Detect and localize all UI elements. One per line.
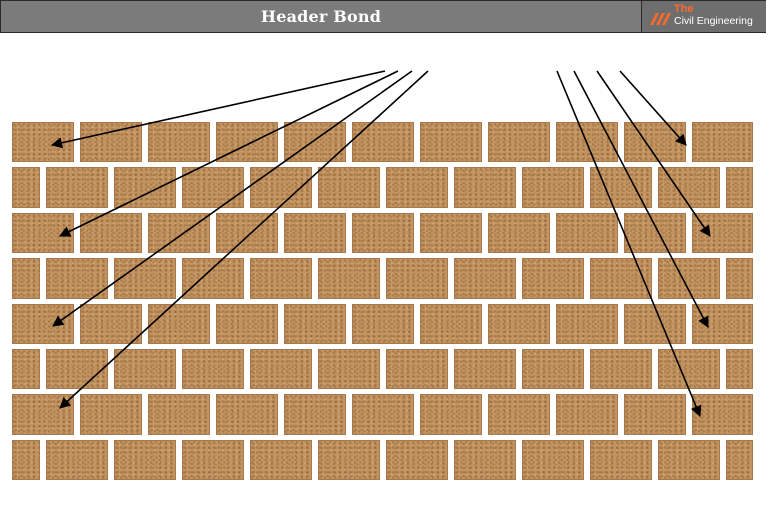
brick xyxy=(590,439,652,480)
brick xyxy=(692,303,753,344)
brick xyxy=(488,212,550,254)
brick xyxy=(80,122,142,163)
brick xyxy=(250,167,312,208)
brick xyxy=(420,212,482,254)
brick xyxy=(658,167,720,208)
brick xyxy=(522,258,584,299)
brick xyxy=(148,212,210,254)
brick xyxy=(522,439,584,480)
brick xyxy=(284,394,346,435)
brick xyxy=(658,348,720,390)
brick xyxy=(114,258,176,299)
brick xyxy=(726,258,753,299)
brick xyxy=(454,167,516,208)
brick xyxy=(46,439,108,480)
brick xyxy=(692,212,753,254)
brick xyxy=(386,348,448,390)
brick xyxy=(386,258,448,299)
brick xyxy=(318,258,380,299)
brick xyxy=(556,303,618,344)
brick xyxy=(454,348,516,390)
brick xyxy=(352,212,414,254)
brick xyxy=(454,439,516,480)
brick xyxy=(556,394,618,435)
brick xyxy=(148,122,210,163)
brand-logo: The Civil Engineering xyxy=(641,1,766,32)
brick xyxy=(12,258,40,299)
brick xyxy=(726,167,753,208)
brick xyxy=(726,439,753,480)
brick xyxy=(284,303,346,344)
brick xyxy=(352,303,414,344)
brick xyxy=(216,303,278,344)
brick xyxy=(658,258,720,299)
brick xyxy=(284,212,346,254)
brick xyxy=(182,167,244,208)
page-title: Header Bond xyxy=(260,7,382,26)
brick xyxy=(556,122,618,163)
brick xyxy=(46,348,108,390)
brick xyxy=(250,258,312,299)
logo-text-civil-engineering: Civil Engineering xyxy=(674,15,753,27)
brick xyxy=(182,348,244,390)
brick xyxy=(352,394,414,435)
brick xyxy=(250,348,312,390)
brick xyxy=(624,212,686,254)
logo-text-the: The xyxy=(674,3,694,15)
brick xyxy=(284,122,346,163)
brick xyxy=(46,258,108,299)
brick xyxy=(658,439,720,480)
brick xyxy=(114,167,176,208)
brick xyxy=(46,167,108,208)
brick xyxy=(386,439,448,480)
brick xyxy=(624,122,686,163)
brick xyxy=(182,258,244,299)
brick xyxy=(590,258,652,299)
header-bond-brick-wall xyxy=(12,122,753,480)
brick xyxy=(114,439,176,480)
brick xyxy=(488,303,550,344)
brick xyxy=(12,394,74,435)
brick xyxy=(420,122,482,163)
brick xyxy=(12,212,74,254)
brick xyxy=(692,122,753,163)
brick xyxy=(454,258,516,299)
brick xyxy=(386,167,448,208)
brick xyxy=(590,167,652,208)
brick xyxy=(216,394,278,435)
brick xyxy=(12,303,74,344)
brick xyxy=(488,122,550,163)
brick xyxy=(318,167,380,208)
brick xyxy=(12,167,40,208)
brick xyxy=(522,167,584,208)
brick xyxy=(216,122,278,163)
brick xyxy=(12,439,40,480)
brick xyxy=(352,122,414,163)
brick xyxy=(80,212,142,254)
brick xyxy=(148,303,210,344)
brick xyxy=(148,394,210,435)
brick xyxy=(250,439,312,480)
brick xyxy=(318,439,380,480)
brick xyxy=(556,212,618,254)
brick xyxy=(80,303,142,344)
brick xyxy=(590,348,652,390)
brick xyxy=(182,439,244,480)
brick xyxy=(12,348,40,390)
brick xyxy=(624,394,686,435)
brick xyxy=(726,348,753,390)
brick xyxy=(80,394,142,435)
brick xyxy=(318,348,380,390)
brick xyxy=(624,303,686,344)
brick xyxy=(420,303,482,344)
brick xyxy=(216,212,278,254)
header-bar: Header Bond The Civil Engineering xyxy=(0,0,766,33)
brick xyxy=(420,394,482,435)
brick xyxy=(12,122,74,163)
brick xyxy=(692,394,753,435)
brick xyxy=(522,348,584,390)
brick xyxy=(114,348,176,390)
roof-stripes-icon xyxy=(650,13,671,25)
brick xyxy=(488,394,550,435)
